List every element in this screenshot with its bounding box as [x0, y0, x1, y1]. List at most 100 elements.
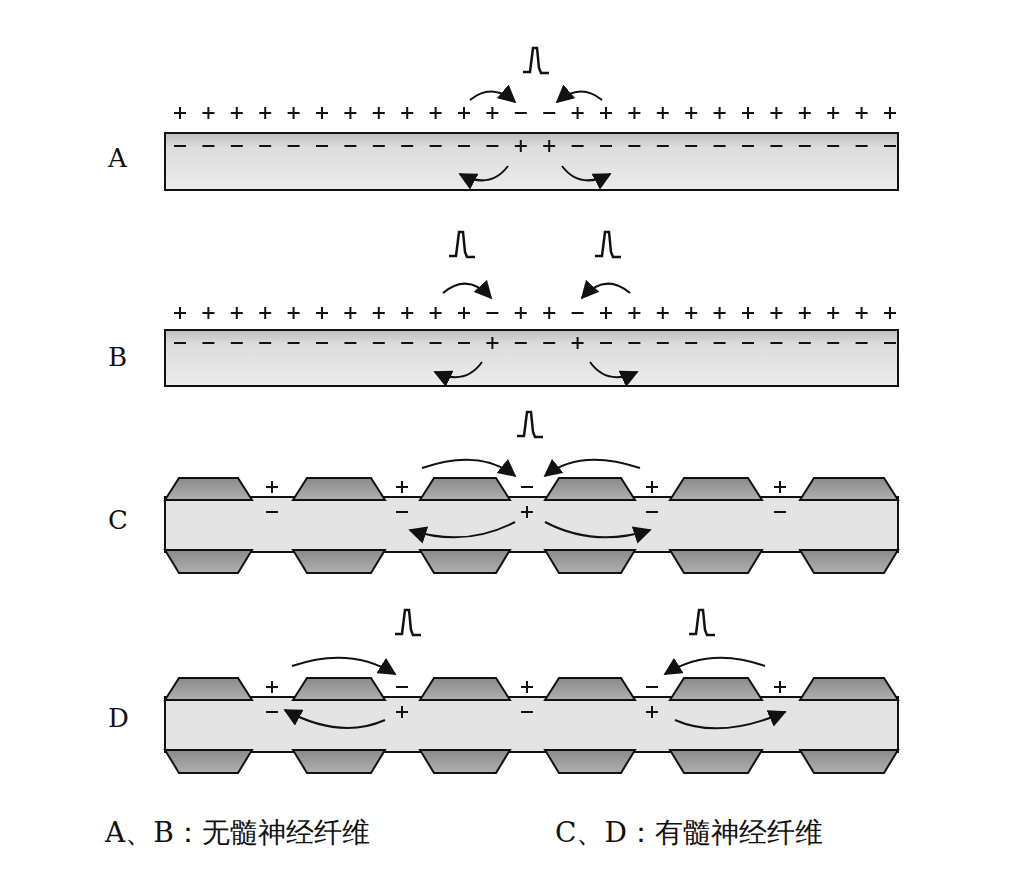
plus-stroke: [321, 107, 323, 119]
minus-sign: [521, 711, 533, 713]
minus-sign: [884, 342, 896, 344]
plus-stroke: [889, 307, 891, 319]
plus-sign: [486, 337, 498, 349]
plus-stroke: [491, 107, 493, 119]
plus-sign: [515, 307, 527, 319]
plus-stroke: [401, 481, 403, 493]
plus-stroke: [605, 107, 607, 119]
plus-stroke: [293, 107, 295, 119]
plus-sign: [266, 481, 278, 493]
current-arrow: [562, 166, 610, 180]
plus-stroke: [719, 107, 721, 119]
plus-sign: [174, 107, 186, 119]
myelin-segment: [165, 750, 252, 773]
plus-sign: [884, 107, 896, 119]
minus-sign: [288, 342, 300, 344]
panel-letter: D: [108, 703, 129, 733]
minus-sign: [657, 145, 669, 147]
plus-stroke: [719, 307, 721, 319]
action-potential-spike: [689, 610, 715, 635]
myelin-segment: [545, 550, 635, 573]
action-potential-spike: [523, 48, 549, 73]
current-arrow: [443, 284, 491, 298]
plus-stroke: [779, 481, 781, 493]
plus-sign: [770, 307, 782, 319]
minus-sign: [316, 342, 328, 344]
minus-sign: [396, 511, 408, 513]
myelin-segment: [420, 550, 510, 573]
plus-sign: [373, 107, 385, 119]
plus-sign: [799, 107, 811, 119]
plus-stroke: [406, 307, 408, 319]
minus-sign: [174, 342, 186, 344]
minus-sign: [259, 342, 271, 344]
plus-stroke: [520, 307, 522, 319]
plus-sign: [344, 307, 356, 319]
myelin-segment: [800, 478, 898, 500]
myelin-segment: [165, 678, 252, 700]
minus-sign: [259, 145, 271, 147]
current-arrow: [410, 522, 515, 537]
current-arrow: [582, 284, 630, 298]
myelin-segment: [293, 550, 385, 573]
plus-stroke: [207, 107, 209, 119]
plus-sign: [231, 307, 243, 319]
plus-stroke: [651, 706, 653, 718]
axon: [165, 497, 898, 552]
plus-stroke: [775, 307, 777, 319]
plus-sign: [628, 307, 640, 319]
panel-letter: B: [108, 342, 127, 372]
plus-sign: [231, 107, 243, 119]
plus-sign: [714, 307, 726, 319]
minus-sign: [572, 145, 584, 147]
axon: [165, 697, 898, 752]
plus-stroke: [577, 337, 579, 349]
plus-sign: [600, 107, 612, 119]
minus-sign: [646, 511, 658, 513]
plus-sign: [827, 107, 839, 119]
current-arrow: [590, 362, 637, 377]
plus-stroke: [401, 706, 403, 718]
plus-stroke: [264, 107, 266, 119]
minus-sign: [884, 145, 896, 147]
minus-sign: [396, 686, 408, 688]
plus-stroke: [832, 307, 834, 319]
plus-sign: [202, 307, 214, 319]
plus-stroke: [662, 107, 664, 119]
caption-text: A、B：无髓神经纤维: [105, 814, 370, 852]
plus-stroke: [662, 307, 664, 319]
plus-stroke: [271, 481, 273, 493]
plus-stroke: [832, 107, 834, 119]
plus-sign: [742, 307, 754, 319]
minus-sign: [799, 145, 811, 147]
minus-sign: [628, 342, 640, 344]
myelin-segment: [545, 750, 635, 773]
current-arrow: [422, 460, 515, 476]
myelin-segment: [800, 750, 898, 773]
myelin-sheath-group: [165, 478, 898, 773]
plus-sign: [458, 307, 470, 319]
plus-stroke: [236, 107, 238, 119]
myelin-segment: [420, 478, 510, 500]
minus-sign: [572, 312, 584, 314]
minus-sign: [458, 342, 470, 344]
plus-stroke: [378, 307, 380, 319]
minus-sign: [288, 145, 300, 147]
plus-sign: [344, 107, 356, 119]
plus-stroke: [435, 107, 437, 119]
myelin-segment: [670, 478, 762, 500]
plus-stroke: [520, 140, 522, 152]
action-potential-spike: [395, 610, 421, 635]
plus-stroke: [264, 307, 266, 319]
plus-stroke: [690, 307, 692, 319]
minus-sign: [344, 342, 356, 344]
minus-sign: [266, 711, 278, 713]
myelin-segment: [165, 550, 252, 573]
plus-sign: [430, 107, 442, 119]
plus-sign: [316, 107, 328, 119]
plus-sign: [316, 307, 328, 319]
minus-sign: [231, 342, 243, 344]
plus-stroke: [179, 307, 181, 319]
plus-sign: [486, 107, 498, 119]
